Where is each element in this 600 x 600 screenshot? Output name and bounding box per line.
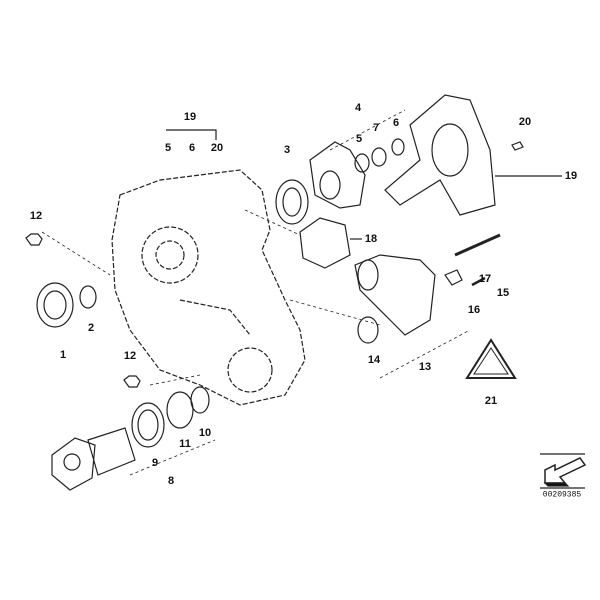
callout-5: 5 bbox=[164, 142, 172, 154]
bolt-20 bbox=[511, 141, 524, 151]
leader-lines bbox=[41, 109, 471, 476]
nut-12 bbox=[25, 233, 43, 246]
output-flange bbox=[51, 427, 136, 491]
callout-10: 10 bbox=[198, 427, 212, 439]
callout-2: 2 bbox=[87, 322, 95, 334]
actuator-motor-13 bbox=[354, 254, 436, 336]
ring-6 bbox=[391, 138, 405, 156]
callout-13: 13 bbox=[418, 361, 432, 373]
callout-14: 14 bbox=[367, 354, 381, 366]
bearing-flange bbox=[309, 141, 366, 209]
callout-20: 20 bbox=[210, 142, 224, 154]
callout-15: 15 bbox=[496, 287, 510, 299]
callout-12: 12 bbox=[123, 350, 137, 362]
callout-11: 11 bbox=[179, 438, 191, 450]
callout-9: 9 bbox=[151, 457, 159, 469]
diagram-id: 00209385 bbox=[542, 490, 582, 500]
ring-11 bbox=[166, 391, 194, 429]
seal-3 bbox=[275, 179, 309, 225]
transfer-case-housing bbox=[111, 169, 306, 406]
callout-3: 3 bbox=[283, 144, 291, 156]
bolt bbox=[454, 233, 501, 257]
warning-label-21 bbox=[465, 338, 517, 379]
callout-19: 19 bbox=[183, 111, 197, 123]
callout-6: 6 bbox=[392, 117, 400, 129]
o-ring-2 bbox=[79, 285, 97, 309]
callout-20: 20 bbox=[518, 116, 532, 128]
callout-6: 6 bbox=[188, 142, 196, 154]
seal-9 bbox=[131, 402, 165, 448]
ring-5 bbox=[354, 153, 370, 173]
callout-7: 7 bbox=[372, 122, 380, 134]
group-bracket bbox=[166, 129, 217, 140]
orientation-arrow-icon bbox=[540, 453, 587, 489]
sensor-16 bbox=[444, 269, 463, 286]
callout-4: 4 bbox=[354, 102, 362, 114]
callout-16: 16 bbox=[467, 304, 481, 316]
callout-19: 19 bbox=[564, 170, 578, 182]
callout-18: 18 bbox=[364, 233, 378, 245]
callout-17: 17 bbox=[478, 273, 492, 285]
seal-ring-1 bbox=[36, 282, 74, 328]
ring-7 bbox=[371, 147, 387, 167]
o-ring-14 bbox=[357, 316, 379, 344]
ring-10 bbox=[190, 386, 210, 414]
callout-12: 12 bbox=[29, 210, 43, 222]
callout-1: 1 bbox=[59, 349, 67, 361]
callout-5: 5 bbox=[355, 133, 363, 145]
screw-17 bbox=[471, 276, 486, 287]
actuator-housing-19 bbox=[384, 94, 496, 216]
nut-12b bbox=[123, 375, 141, 388]
gear-18 bbox=[299, 217, 351, 269]
callout-21: 21 bbox=[484, 395, 498, 407]
callout-8: 8 bbox=[167, 475, 175, 487]
